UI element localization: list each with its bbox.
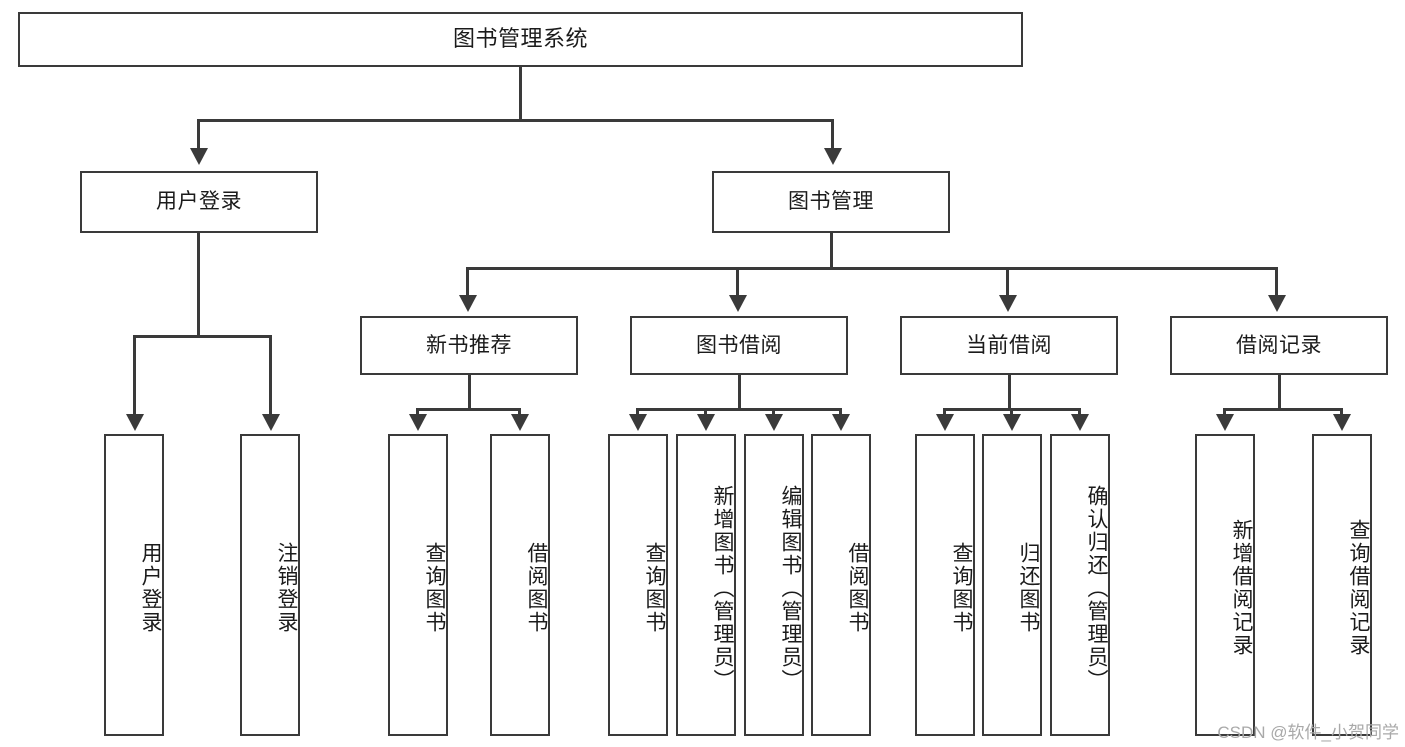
leaf-book-borrow-add-book-admin[interactable]: 新增图书（管理员） xyxy=(676,434,736,736)
arrowhead-to-book-borrow xyxy=(729,295,747,312)
connector-to-new-book-recommend xyxy=(466,267,469,298)
arrowhead-current-borrow-leaf-2 xyxy=(1071,414,1089,431)
connector-new-book-recommend-leaf-1 xyxy=(518,408,521,417)
node-label: 查询借阅记录 xyxy=(1347,519,1370,657)
csdn-watermark: CSDN @软件_小贺同学 xyxy=(1217,723,1399,742)
node-user-login[interactable]: 用户登录 xyxy=(80,171,318,233)
node-label: 借阅图书 xyxy=(525,542,548,634)
connector-borrow-record-bus xyxy=(1223,408,1343,411)
arrowhead-book-borrow-leaf-3 xyxy=(832,414,850,431)
leaf-current-borrow-return-book[interactable]: 归还图书 xyxy=(982,434,1042,736)
leaf-book-borrow-query-book[interactable]: 查询图书 xyxy=(608,434,668,736)
node-label: 注销登录 xyxy=(275,542,298,634)
connector-current-borrow-stem xyxy=(1008,375,1011,411)
arrowhead-root-to-book-manage xyxy=(824,148,842,165)
arrowhead-book-borrow-leaf-1 xyxy=(697,414,715,431)
node-current-borrow[interactable]: 当前借阅 xyxy=(900,316,1118,375)
node-book-manage[interactable]: 图书管理 xyxy=(712,171,950,233)
node-label: 借阅图书 xyxy=(846,542,869,634)
arrowhead-root-to-user-login xyxy=(190,148,208,165)
connector-new-book-recommend-stem xyxy=(468,375,471,411)
arrowhead-book-borrow-leaf-0 xyxy=(629,414,647,431)
node-label: 用户登录 xyxy=(156,190,242,214)
connector-root-bus xyxy=(197,119,834,122)
connector-borrow-record-leaf-0 xyxy=(1223,408,1226,417)
arrowhead-user-login-leaf-1 xyxy=(262,414,280,431)
node-label: 借阅记录 xyxy=(1236,333,1322,357)
node-borrow-record[interactable]: 借阅记录 xyxy=(1170,316,1388,375)
node-label: 查询图书 xyxy=(643,542,666,634)
connector-user-login-leaf-1 xyxy=(269,335,272,417)
connector-book-borrow-leaf-1 xyxy=(704,408,707,417)
leaf-borrow-record-query-record[interactable]: 查询借阅记录 xyxy=(1312,434,1372,736)
connector-to-current-borrow xyxy=(1006,267,1009,298)
connector-new-book-recommend-leaf-0 xyxy=(416,408,419,417)
arrowhead-current-borrow-leaf-0 xyxy=(936,414,954,431)
leaf-new-book-query-book[interactable]: 查询图书 xyxy=(388,434,448,736)
leaf-user-login-logout[interactable]: 注销登录 xyxy=(240,434,300,736)
node-root-system[interactable]: 图书管理系统 xyxy=(18,12,1023,67)
connector-new-book-recommend-bus xyxy=(416,408,521,411)
arrowhead-borrow-record-leaf-0 xyxy=(1216,414,1234,431)
node-new-book-recommend[interactable]: 新书推荐 xyxy=(360,316,578,375)
arrowhead-to-current-borrow xyxy=(999,295,1017,312)
arrowhead-to-new-book-recommend xyxy=(459,295,477,312)
node-label: 图书管理系统 xyxy=(452,26,588,52)
arrowhead-new-book-recommend-leaf-0 xyxy=(409,414,427,431)
node-label: 新书推荐 xyxy=(426,333,512,357)
node-label: 图书借阅 xyxy=(696,333,782,357)
node-label: 图书管理 xyxy=(788,190,874,214)
connector-current-borrow-leaf-1 xyxy=(1010,408,1013,417)
connector-book-borrow-stem xyxy=(738,375,741,411)
connector-user-login-stem xyxy=(197,233,200,337)
node-label: 用户登录 xyxy=(139,542,162,634)
connector-user-login-leaf-0 xyxy=(133,335,136,417)
node-label: 新增图书（管理员） xyxy=(711,484,734,692)
leaf-current-borrow-query-book[interactable]: 查询图书 xyxy=(915,434,975,736)
connector-book-borrow-leaf-2 xyxy=(772,408,775,417)
arrowhead-user-login-leaf-0 xyxy=(126,414,144,431)
connector-to-book-borrow xyxy=(736,267,739,298)
connector-book-borrow-leaf-0 xyxy=(636,408,639,417)
connector-to-borrow-record xyxy=(1275,267,1278,298)
node-label: 编辑图书（管理员） xyxy=(779,484,802,692)
node-label: 当前借阅 xyxy=(966,333,1052,357)
leaf-book-borrow-edit-book-admin[interactable]: 编辑图书（管理员） xyxy=(744,434,804,736)
connector-user-login-bus xyxy=(133,335,269,338)
node-book-borrow[interactable]: 图书借阅 xyxy=(630,316,848,375)
connector-root-stem xyxy=(519,67,522,121)
connector-book-manage-stem xyxy=(830,233,833,269)
leaf-new-book-borrow-book[interactable]: 借阅图书 xyxy=(490,434,550,736)
connector-root-to-user-login xyxy=(197,119,200,151)
connector-book-manage-bus xyxy=(466,267,1278,270)
node-label: 查询图书 xyxy=(950,542,973,634)
node-label: 查询图书 xyxy=(423,542,446,634)
arrowhead-book-borrow-leaf-2 xyxy=(765,414,783,431)
connector-book-borrow-bus xyxy=(636,408,842,411)
leaf-borrow-record-add-record[interactable]: 新增借阅记录 xyxy=(1195,434,1255,736)
node-label: 归还图书 xyxy=(1017,542,1040,634)
connector-current-borrow-leaf-2 xyxy=(1078,408,1081,417)
connector-current-borrow-leaf-0 xyxy=(943,408,946,417)
arrowhead-new-book-recommend-leaf-1 xyxy=(511,414,529,431)
connector-root-to-book-manage xyxy=(831,119,834,151)
connector-borrow-record-leaf-1 xyxy=(1340,408,1343,417)
arrowhead-to-borrow-record xyxy=(1268,295,1286,312)
leaf-book-borrow-borrow-book[interactable]: 借阅图书 xyxy=(811,434,871,736)
node-label: 确认归还（管理员） xyxy=(1085,484,1108,692)
leaf-user-login-login[interactable]: 用户登录 xyxy=(104,434,164,736)
connector-book-borrow-leaf-3 xyxy=(839,408,842,417)
arrowhead-borrow-record-leaf-1 xyxy=(1333,414,1351,431)
connector-borrow-record-stem xyxy=(1278,375,1281,411)
arrowhead-current-borrow-leaf-1 xyxy=(1003,414,1021,431)
leaf-current-borrow-confirm-return-admin[interactable]: 确认归还（管理员） xyxy=(1050,434,1110,736)
node-label: 新增借阅记录 xyxy=(1230,519,1253,657)
